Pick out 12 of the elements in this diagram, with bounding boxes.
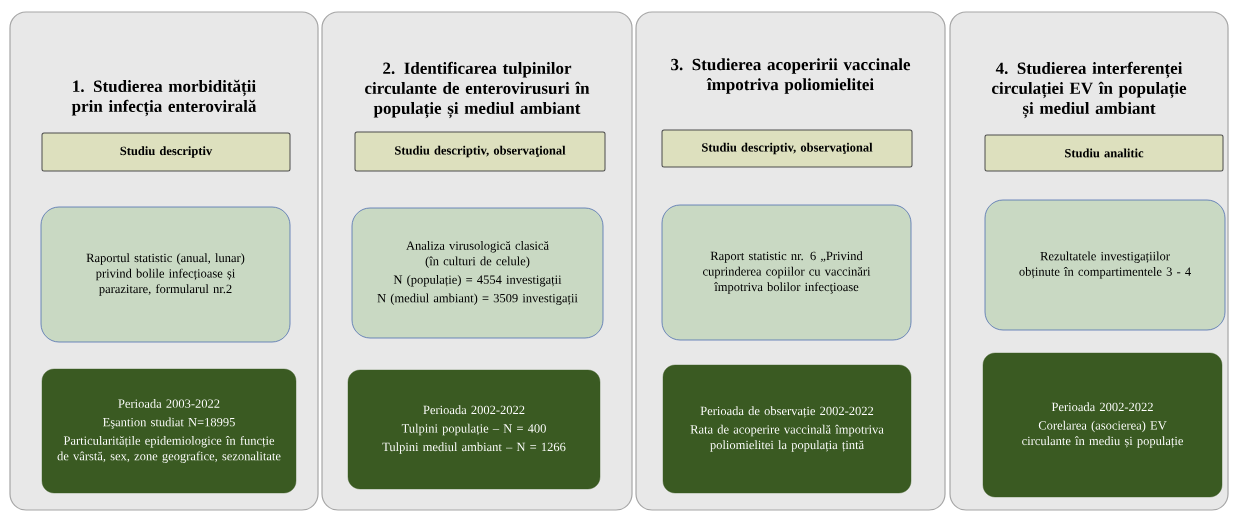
study-type-box: Studiu descriptiv, observaţional bbox=[354, 131, 606, 172]
study-type-box: Studiu descriptiv bbox=[41, 132, 291, 172]
data-source-box: Rezultatele investigațiilor obținute în compartimentele 3 - 4 bbox=[984, 199, 1226, 331]
study-type-box: Studiu analitic bbox=[984, 134, 1224, 172]
study-type-box: Studiu descriptiv, observaţional bbox=[661, 129, 913, 168]
data-source-box: Raportul statistic (anual, lunar) privind bolile infecțioase și parazitare, formularul nr.2 bbox=[40, 206, 291, 343]
results-box: Perioada 2002-2022 Tulpini populație – N = 400 Tulpini mediul ambiant – N = 1266 bbox=[347, 369, 601, 490]
results-box: Perioada 2003-2022 Eşantion studiat N=18995 Particularitățile epidemiologice în funcție de vârstă, sex, zone geografice, sezonalitate bbox=[41, 368, 297, 494]
data-source-box: Analiza virusologică clasică (în culturi de celule) N (populație) = 4554 investigații N (mediul ambiant) = 3509 investigații bbox=[351, 207, 604, 339]
results-box: Perioada 2002-2022 Corelarea (asocierea) EV circulante în mediu și populație bbox=[982, 352, 1223, 498]
results-box: Perioada de observație 2002-2022 Rata de acoperire vaccinală împotriva poliomielitei la populația țintă bbox=[662, 364, 912, 494]
data-source-box: Raport statistic nr. 6 „Privind cuprinderea copiilor cu vaccinări împotriva bolilor infecţioase bbox=[661, 204, 912, 341]
